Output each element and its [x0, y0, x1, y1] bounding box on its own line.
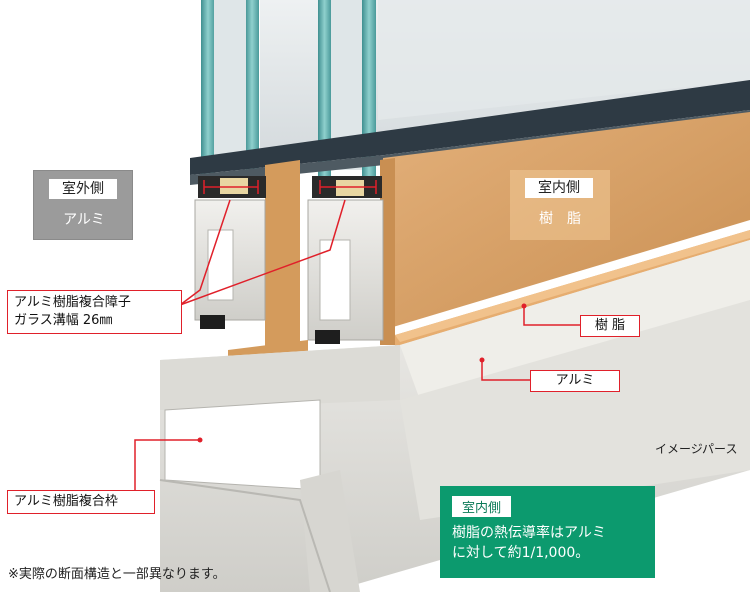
- outdoor-side-box: 室外側 アルミ: [33, 170, 133, 240]
- resin-label: 樹 脂: [580, 315, 640, 337]
- aluminum-sash-sections: [194, 176, 384, 344]
- indoor-side-box: 室内側 樹 脂: [510, 170, 610, 240]
- indoor-side-tag: 室内側: [525, 178, 593, 198]
- thermal-info-box: 室内側 樹脂の熱伝導率はアルミ に対して約1/1,000。: [440, 486, 655, 578]
- callout-lines: [134, 180, 580, 490]
- outdoor-material-label: アルミ: [63, 212, 105, 228]
- glazing-bead: [190, 80, 750, 175]
- thermal-info-line2: に対して約1/1,000。: [452, 545, 590, 561]
- frame-label: アルミ樹脂複合枠: [7, 490, 155, 514]
- indoor-material-label: 樹 脂: [539, 211, 581, 227]
- sash-spec-line1: アルミ樹脂複合障子: [14, 295, 131, 310]
- thermal-info-line1: 樹脂の熱伝導率はアルミ: [452, 525, 606, 541]
- glass-panes: [201, 0, 750, 178]
- image-caption: イメージパース: [655, 442, 738, 456]
- thermal-info-tag: 室内側: [452, 496, 512, 517]
- aluminum-label: アルミ: [530, 370, 620, 392]
- footnote: ※実際の断面構造と一部異なります。: [8, 567, 226, 582]
- sash-spec-line2: ガラス溝幅 26㎜: [14, 313, 113, 328]
- outdoor-side-tag: 室外側: [49, 179, 117, 199]
- sash-spec-label: アルミ樹脂複合障子 ガラス溝幅 26㎜: [7, 290, 182, 334]
